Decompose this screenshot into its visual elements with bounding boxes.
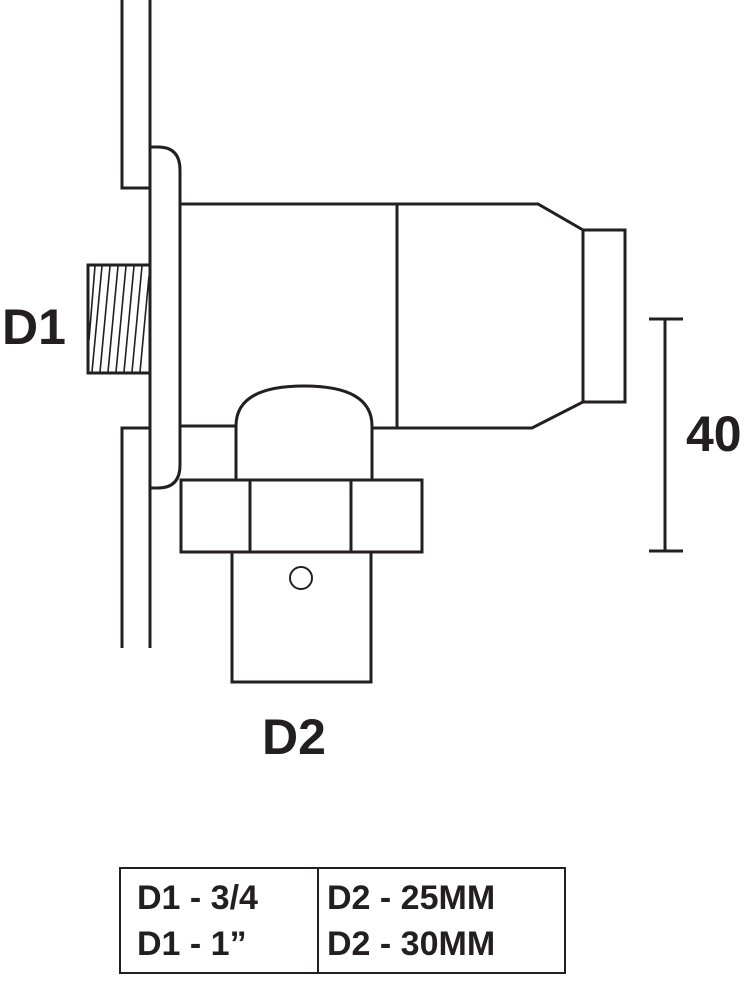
d2-size-row: D2 - 25MM (327, 878, 496, 917)
threaded-inlet-d1 (88, 265, 150, 373)
dimension-line (649, 319, 683, 551)
dimension-label: 40 (686, 406, 742, 462)
hex-nut (181, 480, 422, 552)
size-table: D1 - 3/4 D1 - 1” D2 - 25MM D2 - 30MM (119, 867, 566, 974)
d1-size-row: D1 - 1” (137, 924, 247, 963)
outlet-spigot-d2 (232, 552, 371, 682)
mounting-flange (150, 147, 180, 488)
valve-cap (583, 230, 625, 402)
d1-label: D1 (2, 299, 66, 355)
wall-pipe (122, 0, 150, 648)
d1-size-column: D1 - 3/4 D1 - 1” (121, 869, 319, 972)
d2-size-row: D2 - 30MM (327, 924, 496, 963)
d2-size-column: D2 - 25MM D2 - 30MM (319, 869, 564, 972)
d2-label: D2 (262, 709, 326, 765)
outlet-dome (236, 386, 372, 480)
valve-body (180, 204, 583, 428)
d1-size-row: D1 - 3/4 (137, 878, 258, 917)
